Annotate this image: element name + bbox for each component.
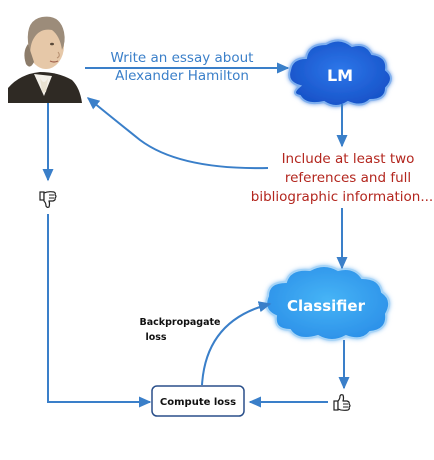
classifier-label: Classifier (287, 297, 366, 315)
arrow-output-to-portrait (86, 97, 269, 170)
alexander-hamilton-portrait (4, 8, 84, 103)
lm-output-line-1: Include at least two (282, 151, 415, 167)
arrow-backpropagate (201, 301, 272, 386)
arrow-thumbs-down-to-compute-loss (47, 214, 152, 408)
prompt-label-line-1: Write an essay about (111, 50, 254, 66)
thumbs-up-icon (333, 394, 351, 411)
backpropagate-label-line-1: Backpropagate (139, 317, 220, 328)
lm-output-line-2: references and full (285, 170, 411, 186)
compute-loss-box (151, 385, 245, 417)
lm-label: LM (327, 66, 353, 85)
prompt-label-line-2: Alexander Hamilton (115, 68, 249, 84)
classifier-cloud (265, 265, 391, 341)
lm-output-line-3: bibliographic information... (251, 189, 433, 205)
backpropagate-label-line-2: loss (145, 332, 166, 343)
lm-cloud (288, 39, 392, 107)
compute-loss-label: Compute loss (160, 397, 236, 408)
thumbs-down-icon (39, 191, 57, 208)
